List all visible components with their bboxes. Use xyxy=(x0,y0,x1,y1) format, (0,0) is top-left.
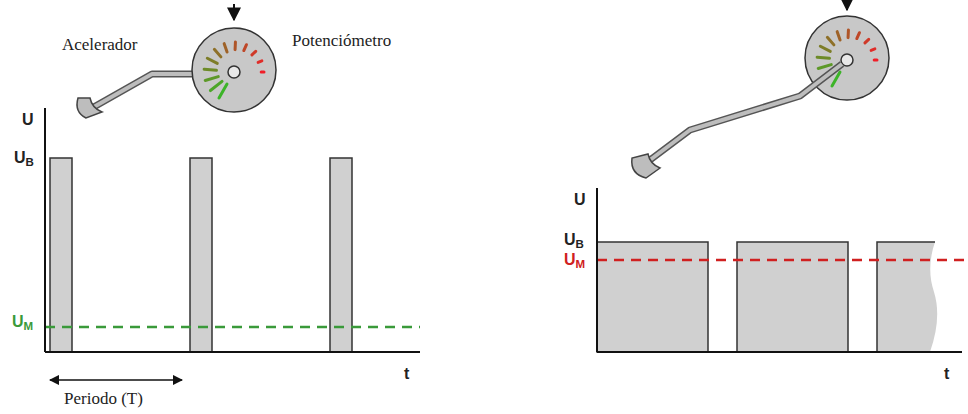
signal-name: UB xyxy=(564,232,584,248)
potentiometer xyxy=(192,4,276,112)
part-name: Potenciómetro xyxy=(292,32,391,49)
signal-name: UM xyxy=(12,314,33,330)
part-name: Acelerador xyxy=(62,36,138,53)
accelerator-pedal xyxy=(632,64,842,178)
axis-label: U xyxy=(22,112,34,128)
axis-label: U xyxy=(574,192,586,208)
accelerator-pedal xyxy=(77,74,196,118)
signal-name: UB xyxy=(14,150,34,166)
voltage-graph-low xyxy=(45,108,420,380)
signal-name: UM xyxy=(564,252,585,268)
voltage-graph-high xyxy=(597,188,964,352)
dimension-label: Periodo (T) xyxy=(64,390,143,407)
axis-label: t xyxy=(404,366,409,382)
axis-label: t xyxy=(944,366,949,382)
